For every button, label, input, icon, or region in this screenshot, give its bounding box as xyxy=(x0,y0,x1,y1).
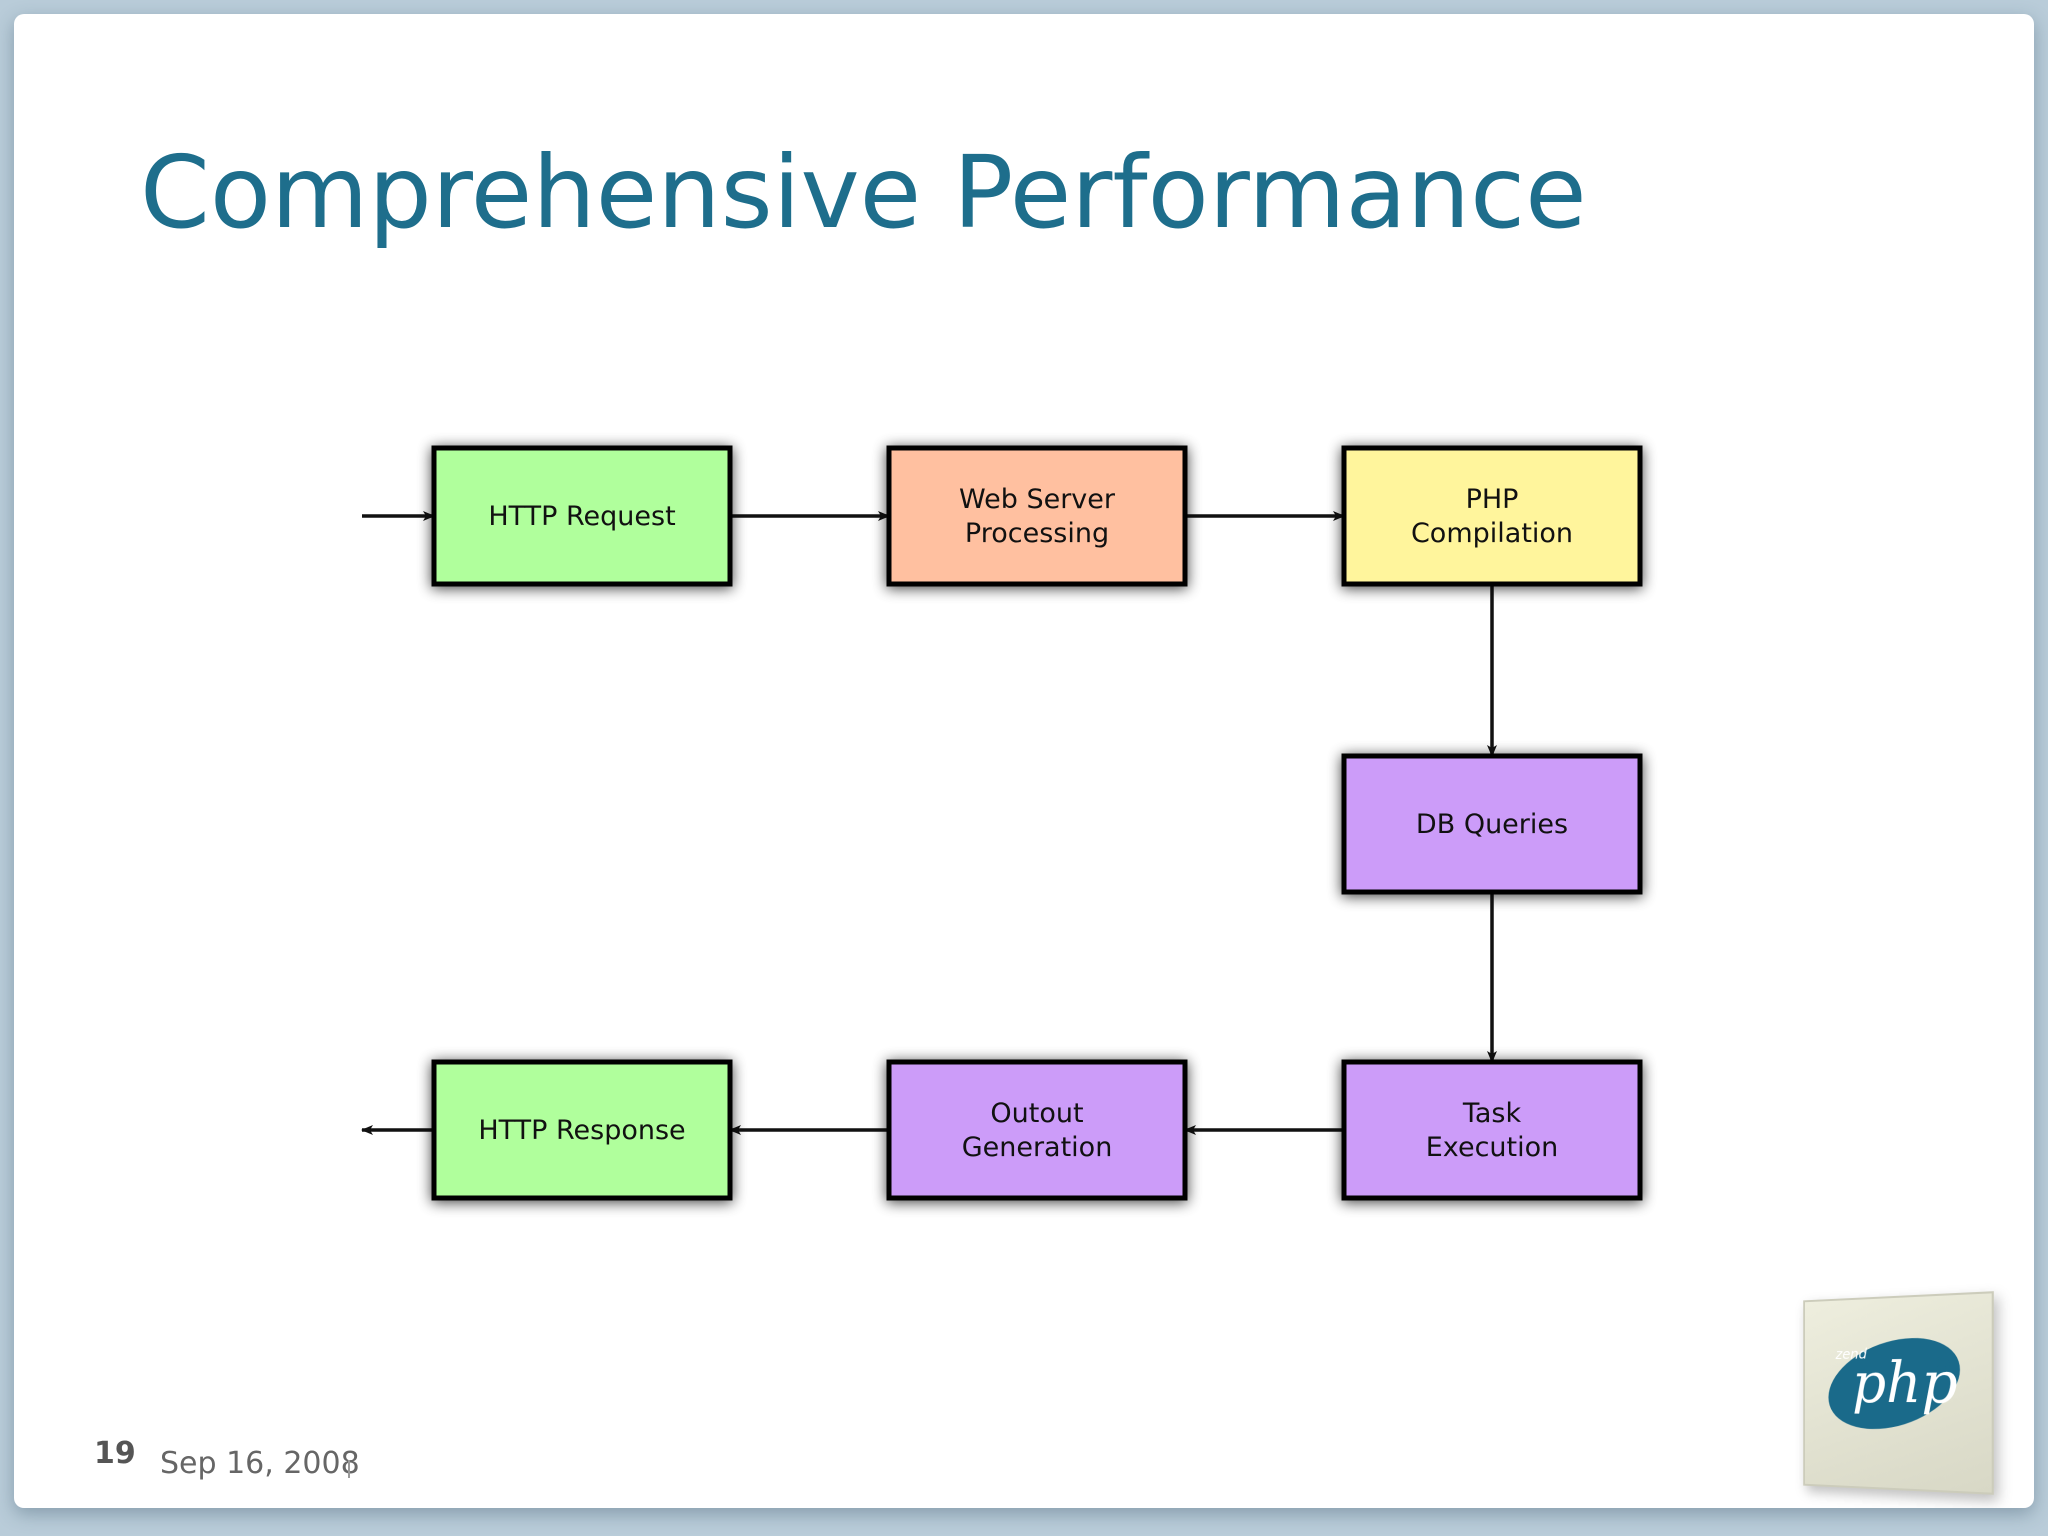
node-box xyxy=(1341,445,1643,587)
node-box xyxy=(886,1059,1188,1201)
node-db-queries: DB Queries xyxy=(1341,753,1643,895)
page-number: 19 xyxy=(94,1436,136,1471)
logo-word: php xyxy=(1852,1349,1958,1417)
node-http-response: HTTP Response xyxy=(431,1059,733,1201)
logo-ellipse xyxy=(1817,1320,1973,1445)
node-label: Compilation xyxy=(1411,518,1573,549)
logo-prefix: zend xyxy=(1835,1346,1868,1363)
node-label: Task xyxy=(1462,1098,1522,1129)
php-logo-icon: zend php 05 xyxy=(1803,1291,1994,1495)
footer-separator xyxy=(348,1460,350,1478)
node-box xyxy=(431,1059,733,1201)
node-label: Outout xyxy=(990,1098,1083,1129)
slide-date: Sep 16, 2008 xyxy=(160,1446,360,1481)
node-label: PHP xyxy=(1466,484,1519,515)
logo-suffix: 05 xyxy=(1936,1354,1953,1370)
slide-title: Comprehensive Performance xyxy=(140,134,1587,251)
node-label: Processing xyxy=(965,518,1109,549)
node-label: Generation xyxy=(962,1132,1113,1163)
node-box xyxy=(431,445,733,587)
node-label: Execution xyxy=(1426,1132,1559,1163)
node-box xyxy=(1341,753,1643,895)
node-label: DB Queries xyxy=(1416,809,1568,840)
node-box xyxy=(886,445,1188,587)
node-label: HTTP Request xyxy=(488,501,675,532)
node-label: Web Server xyxy=(959,484,1116,515)
slide: Comprehensive Performance HTTP Request We… xyxy=(14,14,2034,1508)
edges-layer xyxy=(361,511,1497,1135)
node-label: HTTP Response xyxy=(478,1115,685,1146)
node-http-request: HTTP Request xyxy=(431,445,733,587)
node-box xyxy=(1341,1059,1643,1201)
